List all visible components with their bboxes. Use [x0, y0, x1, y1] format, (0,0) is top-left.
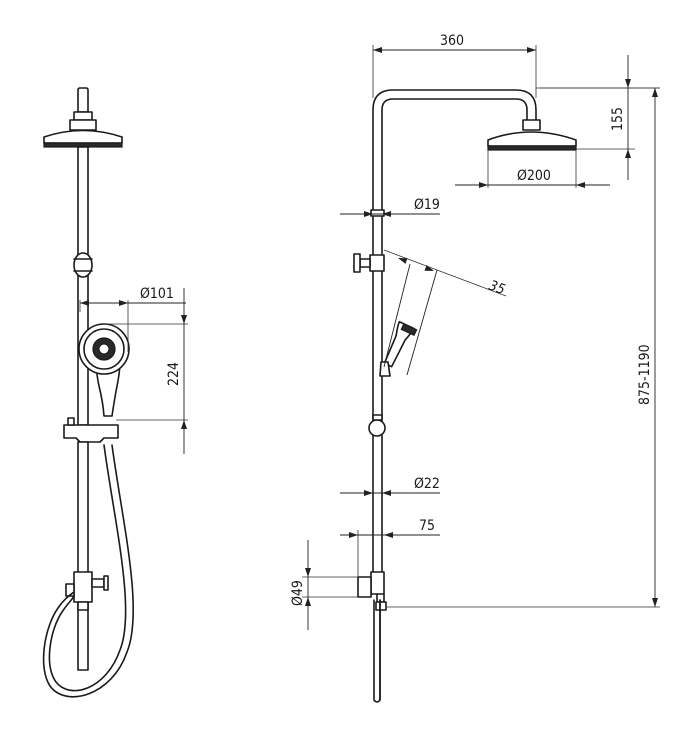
dim-mixer-offset: 75	[419, 518, 435, 534]
dim-connector-diameter: Ø49	[290, 580, 306, 606]
ball-joint	[368, 419, 386, 437]
top-connector	[77, 87, 89, 113]
side-pipe-outer	[372, 89, 537, 581]
rain-head-side	[487, 131, 577, 147]
front-holder	[73, 252, 93, 278]
hose-inner	[42, 444, 135, 698]
mixer-body	[370, 571, 385, 595]
side-hand-shower	[383, 320, 418, 368]
side-view	[353, 89, 577, 703]
dim-tilt-angle: 35	[487, 278, 508, 299]
head-joint	[69, 119, 97, 131]
dim-hand-shower-length: 224	[166, 362, 182, 386]
dim-head-drop: 155	[610, 107, 626, 131]
dim-arm-length: 360	[440, 33, 464, 49]
dim-hand-shower-diameter: Ø101	[140, 286, 174, 302]
front-rod-upper	[77, 146, 89, 426]
wall-connector	[357, 576, 372, 598]
top-nut	[73, 111, 93, 121]
front-rod-lower	[77, 441, 89, 671]
slider-bracket	[63, 424, 119, 443]
hose-outer	[48, 444, 127, 692]
holder-knob	[353, 253, 361, 273]
dim-head-diameter: Ø200	[517, 168, 551, 184]
side-dimensions: 360 155 Ø200 Ø19 35 875-1190	[290, 33, 660, 630]
dim-pipe-diameter-upper: Ø19	[414, 197, 440, 213]
dim-pipe-diameter-lower: Ø22	[414, 476, 440, 492]
rain-head-front	[43, 129, 123, 144]
front-dimensions: Ø101 224	[79, 286, 188, 454]
rain-head-side-face	[487, 145, 577, 151]
front-view	[42, 87, 135, 698]
side-pipe-inner	[381, 98, 528, 581]
dim-height-range: 875-1190	[637, 344, 653, 405]
diverter-body	[73, 571, 93, 603]
